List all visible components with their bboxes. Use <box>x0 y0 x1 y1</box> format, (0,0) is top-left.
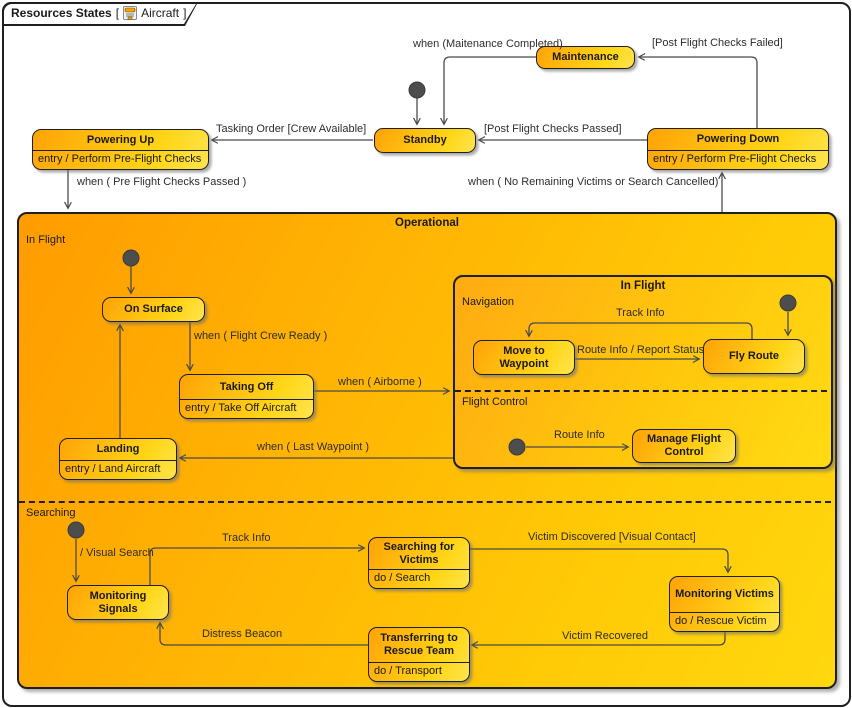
state-on-surface[interactable]: On Surface <box>102 297 205 322</box>
state-manage-flight-control-label: Manage Flight Control <box>647 433 721 458</box>
transition-label-flight-crew-ready[interactable]: when ( Flight Crew Ready ) <box>194 330 328 342</box>
state-searching-for-victims[interactable]: Searching for Victims do / Search <box>368 537 470 589</box>
state-powering-up[interactable]: Powering Up entry / Perform Pre-Flight C… <box>32 129 209 170</box>
transition-label-route-info-report-status[interactable]: Route Info / Report Status <box>577 344 705 356</box>
diagram-context-name: Aircraft <box>141 6 180 20</box>
context-bracket-open: [ <box>115 6 120 20</box>
state-move-to-waypoint-label: Move to Waypoint <box>499 344 549 370</box>
state-taking-off-activity: entry / Take Off Aircraft <box>180 399 313 418</box>
transition-label-victim-discovered[interactable]: Victim Discovered [Visual Contact] <box>528 531 696 543</box>
state-taking-off[interactable]: Taking Off entry / Take Off Aircraft <box>179 374 314 419</box>
diagram-title-tab: Resources States [ Aircraft ] <box>2 2 198 26</box>
transition-label-tasking-order[interactable]: Tasking Order [Crew Available] <box>216 123 367 135</box>
region-divider-flight-control <box>455 390 827 392</box>
state-monitoring-victims[interactable]: Monitoring Victims do / Rescue Victim <box>669 576 780 632</box>
state-searching-for-victims-activity: do / Search <box>369 569 469 588</box>
state-transferring-label: Transferring to Rescue Team <box>380 632 458 657</box>
state-monitoring-signals[interactable]: Monitoring Signals <box>67 585 169 620</box>
state-powering-up-label: Powering Up <box>86 133 155 146</box>
transition-label-visual-search[interactable]: / Visual Search <box>80 547 154 559</box>
state-powering-up-activity: entry / Perform Pre-Flight Checks <box>33 150 208 169</box>
state-powering-down-label: Powering Down <box>696 133 780 145</box>
state-maintenance[interactable]: Maintenance <box>536 46 635 69</box>
transition-label-distress-beacon[interactable]: Distress Beacon <box>202 628 283 640</box>
state-transferring-activity: do / Transport <box>369 662 469 681</box>
state-monitoring-victims-label: Monitoring Victims <box>675 588 774 600</box>
transition-label-route-info[interactable]: Route Info <box>554 429 605 441</box>
state-manage-flight-control[interactable]: Manage Flight Control <box>632 429 736 463</box>
state-monitoring-victims-activity: do / Rescue Victim <box>670 612 779 631</box>
state-monitoring-signals-label: Monitoring Signals <box>89 589 147 615</box>
state-landing[interactable]: Landing entry / Land Aircraft <box>59 438 177 480</box>
transition-label-post-flight-checks-passed[interactable]: [Post Flight Checks Passed] <box>484 123 622 135</box>
state-landing-label: Landing <box>96 443 140 455</box>
diagram-title: Resources States <box>11 6 112 20</box>
region-label-flight-control: Flight Control <box>462 396 528 408</box>
state-standby[interactable]: Standby <box>374 128 476 153</box>
region-divider-searching <box>19 501 831 503</box>
state-maintenance-label: Maintenance <box>552 51 619 63</box>
context-bracket-close: ] <box>183 6 187 20</box>
state-taking-off-label: Taking Off <box>219 380 274 393</box>
transition-label-airborne[interactable]: when ( Airborne ) <box>338 376 422 388</box>
state-powering-down-activity: entry / Perform Pre-Flight Checks <box>648 150 828 169</box>
transition-label-no-remaining-victims[interactable]: when ( No Remaining Victims or Search Ca… <box>468 176 719 188</box>
transition-label-victim-recovered[interactable]: Victim Recovered <box>562 630 648 642</box>
region-label-searching: Searching <box>26 507 76 519</box>
transition-label-track-info-searching[interactable]: Track Info <box>222 532 271 544</box>
transition-label-last-waypoint[interactable]: when ( Last Waypoint ) <box>257 441 370 453</box>
state-transferring-to-rescue-team[interactable]: Transferring to Rescue Team do / Transpo… <box>368 627 470 682</box>
transition-label-pre-flight-checks-passed[interactable]: when ( Pre Flight Checks Passed ) <box>77 176 247 188</box>
region-label-navigation: Navigation <box>462 296 514 308</box>
state-fly-route-label: Fly Route <box>728 350 780 362</box>
transition-label-maintenance-completed[interactable]: when (Maitenance Completed) <box>413 38 563 50</box>
transition-label-post-flight-checks-failed[interactable]: [Post Flight Checks Failed] <box>652 37 783 49</box>
state-searching-for-victims-label: Searching for Victims <box>383 540 455 566</box>
state-in-flight-title: In Flight <box>620 280 666 292</box>
state-machine-diagram-icon <box>123 6 138 20</box>
state-landing-activity: entry / Land Aircraft <box>60 460 176 479</box>
region-label-in-flight: In Flight <box>26 234 66 246</box>
state-move-to-waypoint[interactable]: Move to Waypoint <box>473 340 575 375</box>
transition-label-track-info-navigation[interactable]: Track Info <box>616 307 665 319</box>
state-standby-label: Standby <box>403 134 447 146</box>
state-powering-down[interactable]: Powering Down entry / Perform Pre-Flight… <box>647 128 829 170</box>
tab-fill <box>4 4 196 24</box>
state-fly-route[interactable]: Fly Route <box>703 339 805 374</box>
state-operational-title: Operational <box>395 217 459 229</box>
state-on-surface-label: On Surface <box>124 303 183 315</box>
